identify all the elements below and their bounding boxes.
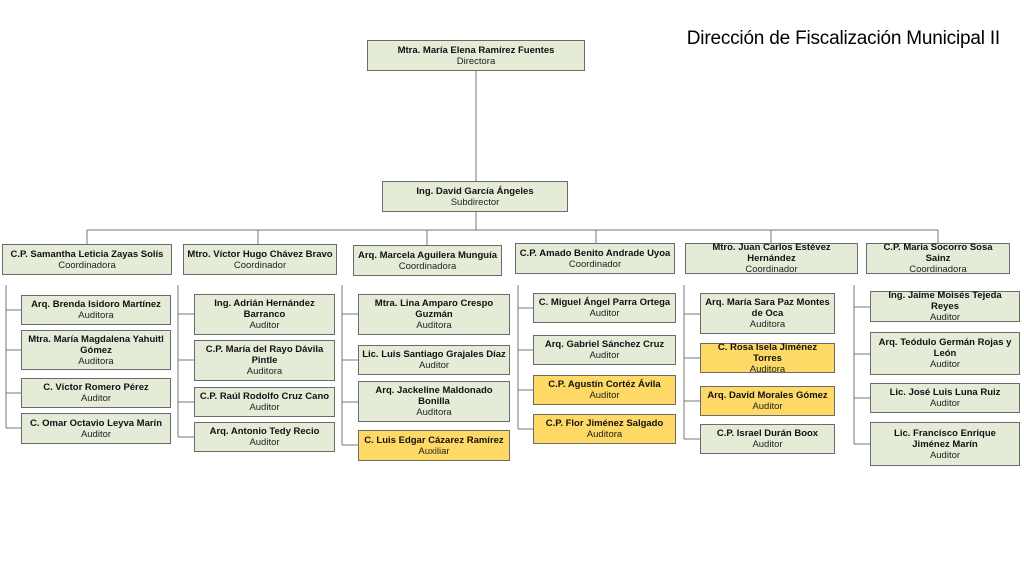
coordinator-box: C.P. Samantha Leticia Zayas Solís Coordi… (2, 244, 172, 275)
member-name: C. Omar Octavio Leyva Marín (30, 417, 162, 429)
coordinator-name: Mtro. Juan Carlos Estévez Hernández (712, 242, 831, 264)
member-box: C. Miguel Ángel Parra Ortega Auditor (533, 293, 676, 323)
member-box-highlighted: Arq. David Morales Gómez Auditor (700, 386, 835, 416)
member-name: C.P. Raúl Rodolfo Cruz Cano (199, 391, 330, 402)
coordinator-name: C.P. Samantha Leticia Zayas Solís (10, 248, 164, 260)
member-name: C.P. Flor Jiménez Salgado (545, 418, 664, 429)
member-name: C. Miguel Ángel Parra Ortega (538, 297, 671, 308)
member-box: Arq. María Sara Paz Montes de Oca Audito… (700, 293, 835, 334)
coordinator-box: Mtro. Víctor Hugo Chávez Bravo Coordinad… (183, 244, 337, 275)
member-role: Auditora (416, 407, 452, 418)
member-name: Arq. Gabriel Sánchez Cruz (544, 339, 665, 350)
coordinator-role: Coordinadora (58, 259, 116, 271)
member-name: Arq. Jackeline Maldonado Bonilla (375, 385, 493, 407)
member-box-highlighted: C.P. Flor Jiménez Salgado Auditora (533, 414, 676, 444)
member-box: Mtra. Lina Amparo Crespo Guzmán Auditora (358, 294, 510, 335)
coordinator-name: Arq. Marcela Aguilera Munguía (357, 249, 497, 261)
subdirector-box: Ing. David García Ángeles Subdirector (382, 181, 568, 212)
member-name: Ing. Jaime Moisés Tejeda Reyes (888, 290, 1002, 312)
member-name: C. Luis Edgar Cázarez Ramírez (364, 434, 504, 446)
member-name: Arq. Antonio Tedy Recio (209, 426, 320, 437)
member-box: C. Víctor Romero Pérez Auditor (21, 378, 171, 408)
member-name: C. Víctor Romero Pérez (43, 382, 149, 393)
member-name: Mtra. Lina Amparo Crespo Guzmán (374, 298, 494, 320)
member-role: Auditor (752, 439, 783, 450)
coordinator-name: C.P. Amado Benito Andrade Uyoa (519, 247, 671, 259)
coordinator-box: C.P. Amado Benito Andrade Uyoa Coordinad… (515, 243, 675, 274)
member-box-highlighted: C.P. Agustín Cortéz Ávila Auditor (533, 375, 676, 405)
member-box: Ing. Adrián Hernández Barranco Auditor (194, 294, 335, 335)
member-box: Mtra. María Magdalena Yahuitl Gómez Audi… (21, 330, 171, 370)
member-role: Auditor (929, 398, 961, 409)
member-role: Auditor (418, 360, 450, 371)
subdirector-name: Ing. David García Ángeles (416, 185, 534, 197)
member-name: C. Rosa Isela Jiménez Torres (717, 341, 818, 364)
member-role: Auditor (929, 359, 961, 370)
member-role: Auditora (586, 429, 623, 440)
coordinator-name: Mtro. Víctor Hugo Chávez Bravo (187, 248, 333, 260)
director-box: Mtra. María Elena Ramírez Fuentes Direct… (367, 40, 585, 71)
member-name: Arq. Teódulo Germán Rojas y León (878, 337, 1012, 359)
member-name: Mtra. María Magdalena Yahuitl Gómez (28, 333, 164, 356)
director-name: Mtra. María Elena Ramírez Fuentes (397, 44, 555, 56)
member-name: Lic. Luis Santiago Grajales Díaz (362, 349, 506, 360)
member-role: Auditor (752, 401, 783, 412)
member-name: Ing. Adrián Hernández Barranco (214, 298, 315, 320)
member-role: Auditor (589, 350, 620, 361)
member-box: Arq. Teódulo Germán Rojas y León Auditor (870, 332, 1020, 375)
member-name: Lic. José Luis Luna Ruiz (889, 387, 1001, 398)
member-role: Auxiliar (418, 445, 450, 457)
member-role: Auditor (249, 402, 280, 413)
coordinator-role: Coordinador (233, 259, 287, 271)
member-role: Auditor (249, 320, 280, 331)
member-role: Auditora (78, 310, 114, 321)
member-box: Lic. Francisco Enrique Jiménez Marín Aud… (870, 422, 1020, 466)
member-box: Arq. Jackeline Maldonado Bonilla Auditor… (358, 381, 510, 422)
member-box: Lic. José Luis Luna Ruiz Auditor (870, 383, 1020, 413)
coordinator-role: Coordinador (745, 264, 798, 275)
member-box-highlighted: C. Rosa Isela Jiménez Torres Auditora (700, 341, 835, 375)
coordinator-name: C.P. María Socorro Sosa Sainz (883, 242, 993, 264)
member-box: Lic. Luis Santiago Grajales Díaz Auditor (358, 345, 510, 375)
coordinator-role: Coordinador (568, 258, 622, 270)
director-role: Directora (456, 55, 496, 67)
subdirector-role: Subdirector (450, 196, 500, 208)
member-role: Auditora (749, 363, 786, 375)
coordinator-box: Arq. Marcela Aguilera Munguía Coordinado… (353, 245, 502, 276)
coordinator-box: Mtro. Juan Carlos Estévez Hernández Coor… (685, 242, 858, 275)
coordinator-box: C.P. María Socorro Sosa Sainz Coordinado… (866, 242, 1010, 275)
member-role: Auditor (80, 428, 112, 440)
member-box-highlighted: C. Luis Edgar Cázarez Ramírez Auxiliar (358, 430, 510, 461)
member-name: C.P. Agustín Cortéz Ávila (548, 379, 661, 390)
member-box: C. Omar Octavio Leyva Marín Auditor (21, 413, 171, 444)
member-box: Ing. Jaime Moisés Tejeda Reyes Auditor (870, 290, 1020, 323)
member-role: Auditora (78, 355, 114, 367)
member-role: Auditora (749, 319, 786, 330)
member-role: Auditor (929, 312, 961, 323)
member-name: Arq. María Sara Paz Montes de Oca (705, 297, 830, 319)
member-box: C.P. Raúl Rodolfo Cruz Cano Auditor (194, 387, 335, 417)
member-box: C.P. Israel Durán Boox Auditor (700, 424, 835, 454)
member-box: Arq. Brenda Isidoro Martínez Auditora (21, 295, 171, 325)
member-role: Auditor (80, 393, 112, 404)
member-role: Auditor (589, 308, 620, 319)
member-name: Arq. David Morales Gómez (707, 390, 828, 401)
coordinator-role: Coordinadora (909, 264, 967, 275)
page-title: Dirección de Fiscalización Municipal II (686, 28, 1000, 49)
member-name: C.P. María del Rayo Dávila Pintle (205, 344, 324, 366)
member-role: Auditor (249, 437, 280, 448)
member-name: Lic. Francisco Enrique Jiménez Marín (894, 427, 996, 450)
member-role: Auditor (929, 449, 961, 461)
member-name: Arq. Brenda Isidoro Martínez (31, 299, 161, 310)
member-box: Arq. Gabriel Sánchez Cruz Auditor (533, 335, 676, 365)
coordinator-role: Coordinadora (398, 260, 457, 272)
member-role: Auditor (589, 390, 620, 401)
member-box: Arq. Antonio Tedy Recio Auditor (194, 422, 335, 452)
member-name: C.P. Israel Durán Boox (716, 428, 819, 439)
member-box: C.P. María del Rayo Dávila Pintle Audito… (194, 340, 335, 381)
member-role: Auditora (246, 366, 283, 377)
member-role: Auditora (416, 320, 452, 331)
